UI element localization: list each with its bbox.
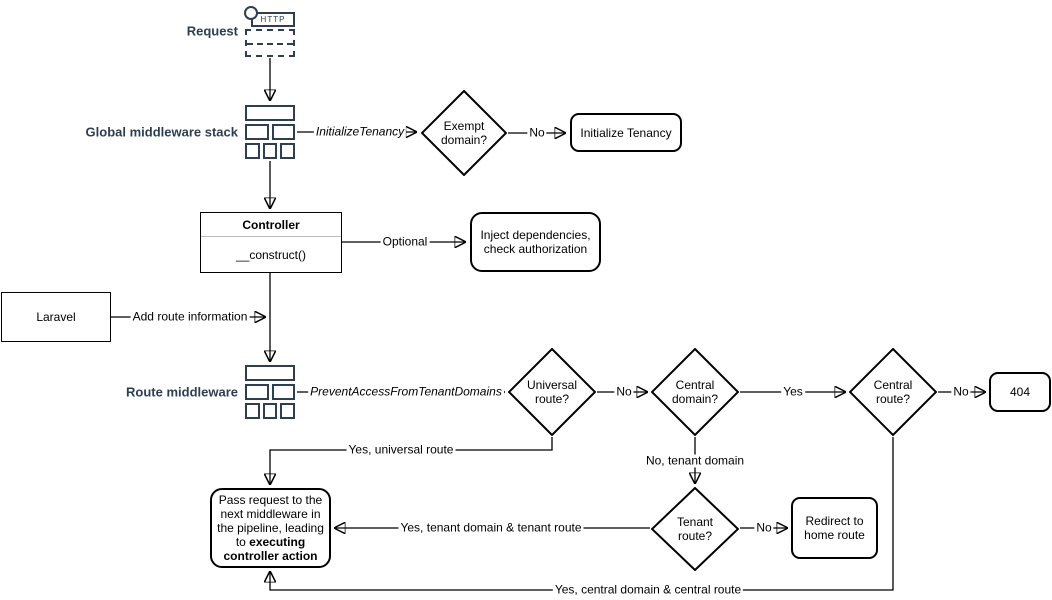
node-initialize-tenancy: Initialize Tenancy [570,113,682,152]
controller-title: Controller [201,213,341,237]
decision-exempt-domain: Exempt domain? [421,90,507,176]
request-label: Request [186,23,238,39]
global-middleware-label: Global middleware stack [85,124,238,140]
decision-central-domain-text: Central domain? [671,378,719,406]
decision-tenant-route-text: Tenant route? [676,515,714,543]
pass-request-text: Pass request to the next middleware in t… [217,493,324,563]
node-redirect-home: Redirect to home route [791,497,878,559]
edge-label-yes-central: Yes, central domain & central route [552,582,744,597]
decision-tenant-route: Tenant route? [651,487,739,571]
edge-label-optional: Optional [380,234,430,249]
edge-label-no-exempt: No [527,125,547,140]
decision-central-domain: Central domain? [651,348,739,436]
http-body-icon [245,29,295,57]
decision-universal-route: Universal route? [508,348,596,436]
node-404: 404 [989,372,1051,412]
middleware-stack-icon [245,365,296,419]
edge-label-initialize-tenancy: InitializeTenancy [313,124,407,139]
edge-label-no-central-route: No [951,384,971,399]
http-request-icon: HTTP [243,6,297,58]
node-pass-request: Pass request to the next middleware in t… [210,488,331,568]
middleware-stack-icon [245,105,296,159]
decision-exempt-domain-text: Exempt domain? [440,119,488,147]
edge-label-yes-universal: Yes, universal route [346,442,456,457]
route-middleware-label: Route middleware [126,384,238,400]
http-ring-icon [244,6,258,20]
decision-central-route: Central route? [849,348,937,436]
edge-label-no-tenant-domain: No, tenant domain [643,453,747,468]
edge-label-no-tenant-route: No [754,520,774,535]
node-laravel: Laravel [1,292,111,342]
edge-label-yes-central-domain: Yes [781,384,805,399]
node-inject-dependencies: Inject dependencies, check authorization [470,212,601,272]
controller-method: __construct() [235,247,307,262]
decision-universal-route-text: Universal route? [526,378,577,406]
edge-label-no-universal: No [614,384,634,399]
decision-central-route-text: Central route? [873,378,913,406]
edge-label-yes-tenant: Yes, tenant domain & tenant route [398,520,584,535]
edge-label-prevent-access: PreventAccessFromTenantDomains [308,384,504,399]
edge-label-add-route-info: Add route information [130,309,250,324]
controller-box: Controller __construct() [200,212,342,273]
